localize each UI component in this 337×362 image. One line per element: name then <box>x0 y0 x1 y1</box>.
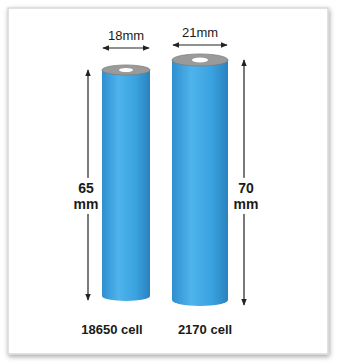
frame-panel <box>8 8 328 354</box>
width-arrow <box>173 44 227 45</box>
dimension-label: 65 mm <box>71 178 102 214</box>
dimension-label: 18mm <box>108 29 144 44</box>
cell-name: 2170 cell <box>178 323 232 338</box>
width-arrow <box>103 47 149 48</box>
dimension-label: 21mm <box>182 26 218 41</box>
cylinder-18650 <box>102 65 150 301</box>
dimension-label: 70 mm <box>231 178 262 214</box>
cell-name: 18650 cell <box>81 323 142 338</box>
cylinder-2170 <box>172 54 228 306</box>
